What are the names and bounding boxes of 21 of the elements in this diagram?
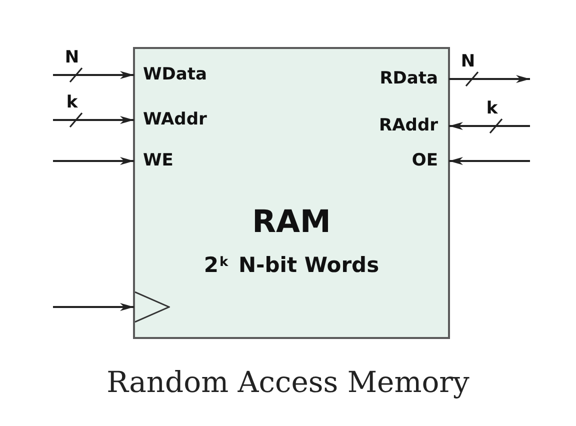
bus-width-label: k: [66, 94, 78, 112]
port-label: WE: [135, 150, 174, 172]
port-label: WAddr: [135, 109, 207, 131]
port-label: WData: [135, 64, 207, 86]
block-subtitle: 2$^{k}$ N-bit Words: [202, 255, 380, 276]
bus-width-label: N: [64, 50, 80, 66]
caption: Random Access Memory: [106, 364, 470, 400]
port-label: OE: [412, 150, 448, 172]
signal-arrow: [53, 303, 134, 311]
ram-block: [133, 47, 450, 339]
signal-arrow: [53, 116, 134, 124]
signal-arrow: [449, 157, 530, 165]
port-label: RAddr: [379, 115, 448, 137]
signal-arrow: [53, 157, 134, 165]
block-title: RAM: [251, 207, 332, 238]
signal-arrow: [449, 75, 530, 83]
port-label: RData: [380, 68, 448, 90]
signal-arrow: [449, 122, 530, 130]
signal-arrow: [53, 71, 134, 79]
bus-width-label: k: [486, 100, 498, 118]
bus-width-label: N: [460, 54, 476, 70]
